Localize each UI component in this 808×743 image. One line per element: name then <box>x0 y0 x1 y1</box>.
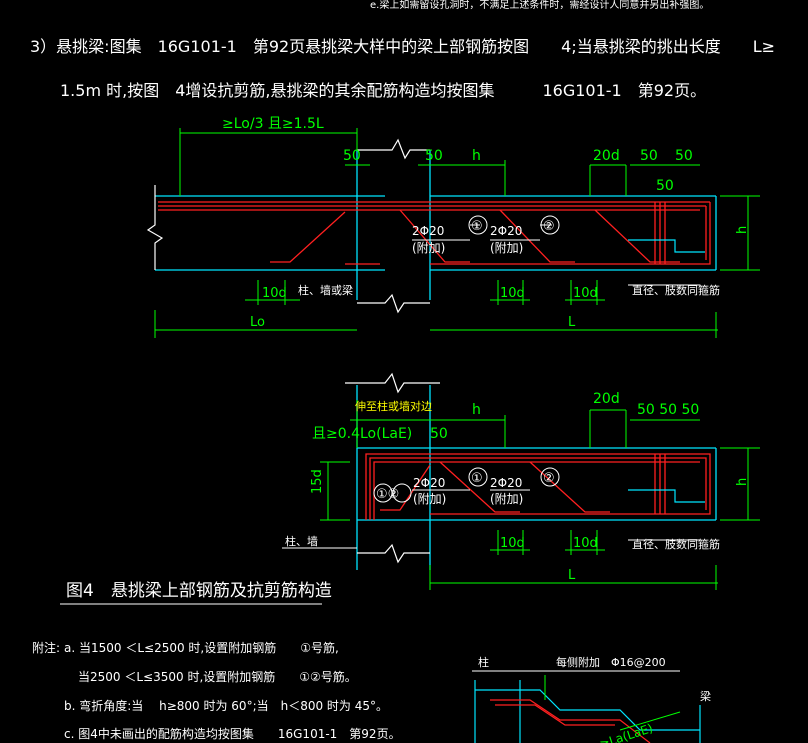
d1-dim-50b: 50 <box>425 148 443 164</box>
d1-bar-b-note: (附加) <box>490 241 523 255</box>
d1-outline <box>155 150 717 300</box>
detail-sketch: 柱 每侧附加 Φ16@200 梁 ≥La(LaE) <box>472 655 711 743</box>
diagram-1: ≥Lo/3 且≥1.5L 50 50 h 20d 50 50 50 h ① ② … <box>146 116 760 338</box>
d1-dim-20d: 20d <box>593 148 620 164</box>
d2-hook <box>628 489 705 503</box>
d2-circle-1-label: ① <box>471 471 483 486</box>
d1-dim-h-side: h <box>735 226 750 234</box>
detail-beam-label: 梁 <box>700 689 711 703</box>
note-a2: 当2500 ＜L≤3500 时,设置附加钢筋 ①②号筋。 <box>78 669 357 684</box>
d2-stirrup-label: 直径、肢数同箍筋 <box>632 537 720 551</box>
d1-dim-50c: 50 <box>640 148 658 164</box>
d2-dim-50a: 50 <box>430 426 448 442</box>
d1-dim-50e: 50 <box>656 178 674 194</box>
header-line-2: 1.5m 时,按图 4增设抗剪筋,悬挑梁的其余配筋构造均按图集 16G101-1… <box>60 81 706 100</box>
d1-leaders <box>412 224 700 286</box>
d1-dim-lo: Lo <box>250 315 265 330</box>
d1-bar-a: 2Φ20 <box>412 224 444 238</box>
d1-dims <box>154 128 760 338</box>
d2-anchor-note: 伸至柱或墙对边 <box>355 399 432 413</box>
d1-break-left <box>146 185 164 270</box>
d2-col-label: 柱、墙 <box>285 534 318 548</box>
d2-dim-10d-a: 10d <box>500 536 525 551</box>
d2-leaders <box>282 489 700 549</box>
top-note: e.梁上如需留设孔洞时，不满足上述条件时，需经设计人同意并另出补强图。 <box>370 0 709 11</box>
notes-prefix: 附注: <box>32 640 60 655</box>
d2-dim-50b: 50 50 50 <box>637 402 699 418</box>
header-line-1: 3）悬挑梁:图集 16G101-1 第92页悬挑梁大样中的梁上部钢筋按图 4;当… <box>30 37 775 56</box>
figure-title: 图4 悬挑梁上部钢筋及抗剪筋构造 <box>66 581 332 601</box>
d2-circle-2 <box>540 467 560 487</box>
d1-circle-1 <box>468 215 488 235</box>
d1-bar-a-note: (附加) <box>412 241 445 255</box>
d2-circle-12-label: ①② <box>376 487 399 502</box>
d2-rebars <box>365 453 711 520</box>
d1-dim-top: ≥Lo/3 且≥1.5L <box>222 116 324 132</box>
d2-circle-1 <box>468 467 488 487</box>
d1-circle-2-label: ② <box>543 219 555 234</box>
d1-dim-h: h <box>472 148 481 164</box>
d1-hook <box>628 239 705 253</box>
d2-dim-20d: 20d <box>593 391 620 407</box>
note-c: c. 图4中未画出的配筋构造均按图集 16G101-1 第92页。 <box>64 726 401 741</box>
d2-bar-a-note: (附加) <box>413 492 446 506</box>
d2-bar-a: 2Φ20 <box>413 476 445 490</box>
d1-break-top <box>357 138 430 160</box>
d2-bar-b: 2Φ20 <box>490 476 522 490</box>
d1-dim-10d-b: 10d <box>500 286 525 301</box>
d2-dim-h-side: h <box>735 478 750 486</box>
d2-circle-1a <box>373 483 393 503</box>
d1-circle-1-label: ① <box>471 219 483 234</box>
d1-break-bottom <box>357 293 430 314</box>
d2-bar-b-note: (附加) <box>490 492 523 506</box>
d2-break-top <box>345 372 440 394</box>
d2-dim-10d-b: 10d <box>573 536 598 551</box>
d2-circle-2a <box>392 483 412 503</box>
d2-dims <box>320 400 760 590</box>
d1-dim-l: L <box>568 315 576 330</box>
d1-col-label: 柱、墙或梁 <box>298 283 353 297</box>
d2-break-bottom <box>357 543 430 564</box>
note-b: b. 弯折角度:当 h≥800 时为 60°;当 h＜800 时为 45°。 <box>64 698 388 713</box>
d2-dim-h: h <box>472 402 481 418</box>
detail-top-label: 每侧附加 Φ16@200 <box>556 655 666 669</box>
d1-dim-10d-a: 10d <box>262 286 287 301</box>
detail-rebars <box>490 699 651 743</box>
detail-outline <box>474 680 701 743</box>
d1-dim-50d: 50 <box>675 148 693 164</box>
d1-dim-10d-c: 10d <box>573 286 598 301</box>
d2-dim-15d: 15d <box>310 469 325 494</box>
d1-stirrup-label: 直径、肢数同箍筋 <box>632 283 720 297</box>
d1-circle-2 <box>540 215 560 235</box>
d1-dim-50a: 50 <box>343 148 361 164</box>
detail-col-label: 柱 <box>478 655 489 669</box>
diagram-2: 伸至柱或墙对边 且≥0.4Lo(LaE) 50 h 20d 50 50 50 1… <box>282 372 760 590</box>
d2-circle-2-label: ② <box>543 471 555 486</box>
notes: 附注: a. 当1500 ＜L≤2500 时,设置附加钢筋 ①号筋, 当2500… <box>32 640 401 741</box>
d1-rebars <box>158 201 711 265</box>
d1-bar-b: 2Φ20 <box>490 224 522 238</box>
detail-marks <box>544 675 681 731</box>
d2-anchor-dim: 且≥0.4Lo(LaE) <box>312 426 412 442</box>
note-a1: a. 当1500 ＜L≤2500 时,设置附加钢筋 ①号筋, <box>64 640 339 655</box>
d2-dim-l: L <box>568 568 576 583</box>
